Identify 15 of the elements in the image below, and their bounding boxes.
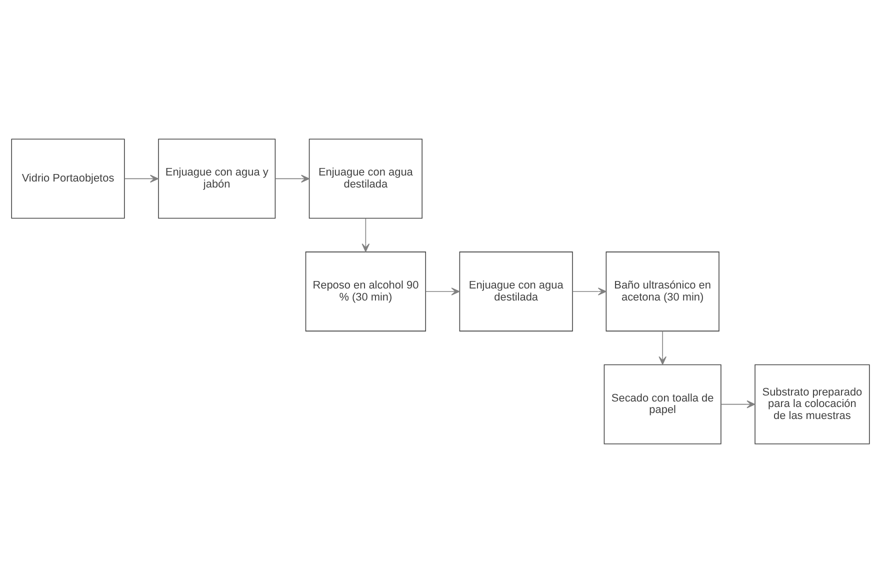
arrow xyxy=(658,330,666,365)
node-box: Secado con toalla de papel xyxy=(604,364,722,444)
arrow xyxy=(124,174,159,183)
node-box: Enjuague con agua destilada xyxy=(308,138,422,219)
node-box: Baño ultrasónico en acetona (30 min) xyxy=(606,252,720,332)
arrow xyxy=(362,218,370,252)
node-box: Reposo en alcohol 90 % (30 min) xyxy=(305,252,426,332)
node-box: Enjuague con agua y jabón xyxy=(158,138,276,219)
arrow xyxy=(720,400,756,408)
arrow xyxy=(572,288,606,296)
arrow xyxy=(426,288,460,296)
node-box: Enjuague con agua destilada xyxy=(459,252,573,332)
node-box: Substrato preparado para la colocación de las muestras xyxy=(754,364,870,444)
node-box: Vidrio Portaobjetos xyxy=(11,138,125,219)
arrow xyxy=(274,174,310,183)
